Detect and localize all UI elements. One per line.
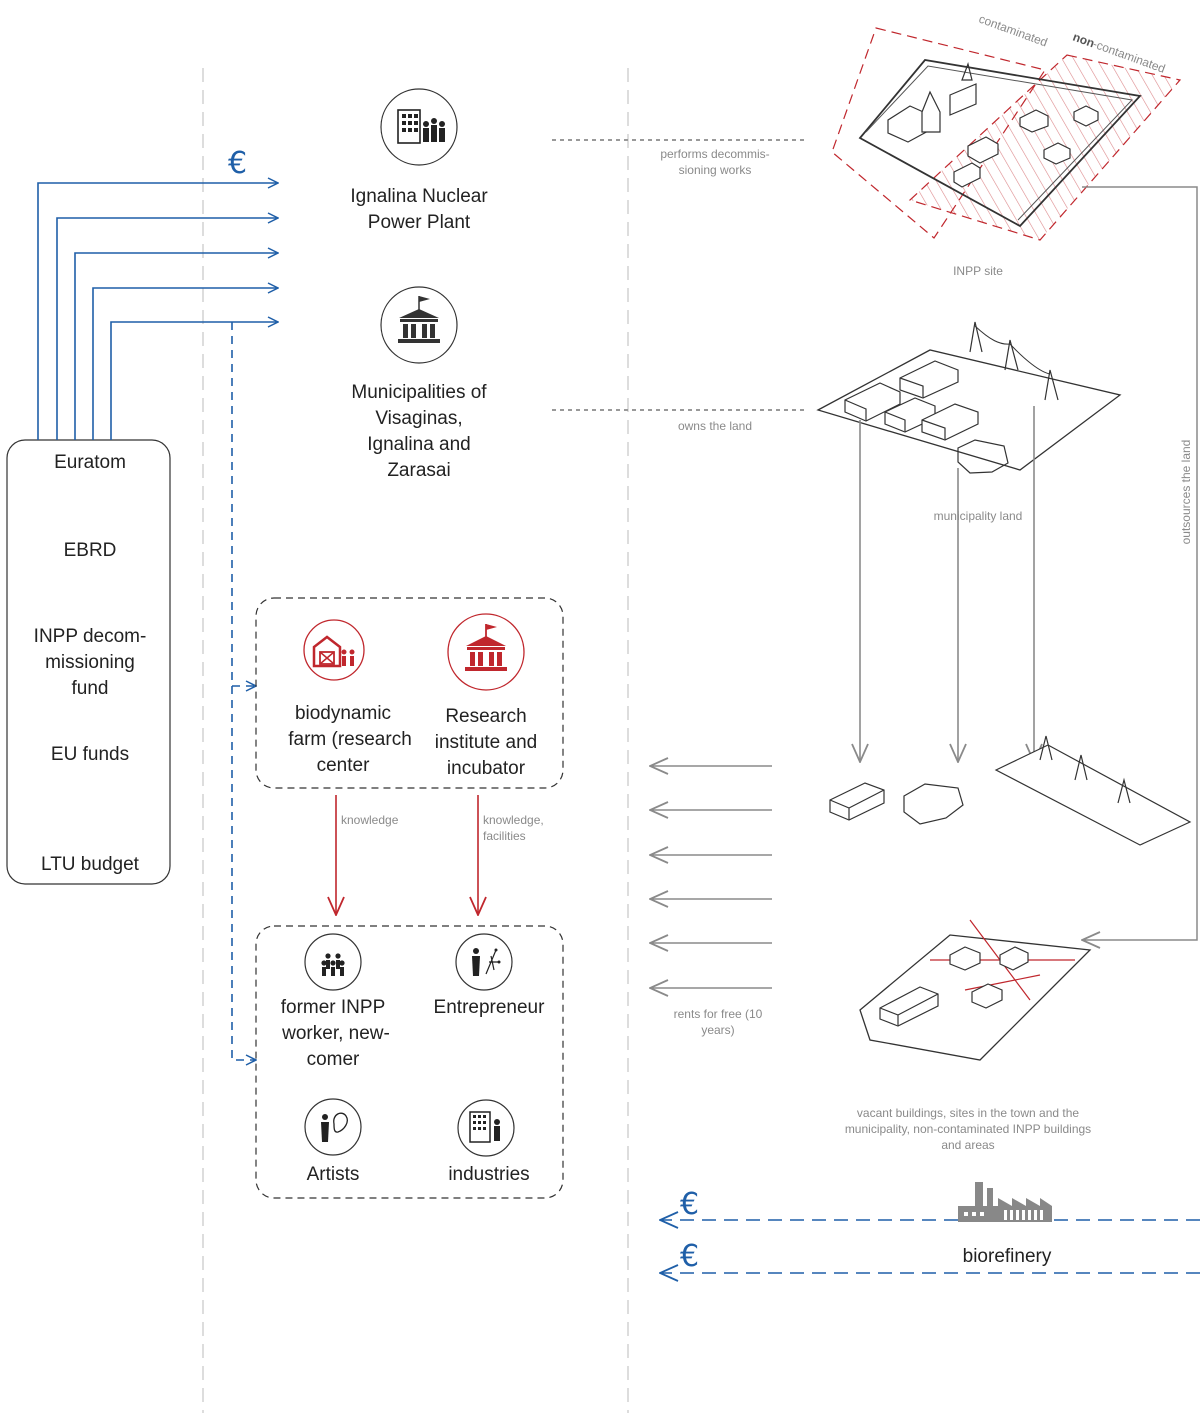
municipalities-line3: Ignalina and bbox=[367, 434, 471, 455]
municipalities-line2: Visaginas, bbox=[375, 408, 462, 429]
institute-label-line2: institute and bbox=[435, 732, 537, 753]
vacant-label-line1: vacant buildings, sites in the town and … bbox=[857, 1106, 1079, 1120]
rent-arrows bbox=[650, 766, 772, 988]
vacant-area-sketch bbox=[859, 919, 1092, 1061]
rents-label-line2: years) bbox=[701, 1023, 734, 1037]
funder-euratom: Euratom bbox=[54, 452, 126, 473]
institute-label-line1: Research bbox=[445, 706, 526, 727]
funder-inpp-fund-line1: INPP decom- bbox=[34, 626, 147, 647]
resource-sketches bbox=[829, 735, 1192, 846]
funder-eu-funds: EU funds bbox=[51, 744, 129, 765]
outsources-label: outsources the land bbox=[1179, 440, 1193, 545]
euro-icon-flow-1: € bbox=[680, 1187, 699, 1222]
municipality-land-label: municipality land bbox=[934, 509, 1023, 523]
inpp-site-label: INPP site bbox=[953, 264, 1003, 278]
performs-label-line1: performs decommis- bbox=[660, 147, 769, 161]
workers-icon bbox=[304, 933, 362, 991]
biorefinery-label-bg bbox=[948, 1241, 1068, 1267]
power-plant-icon bbox=[380, 88, 458, 166]
entrepreneur-icon bbox=[455, 933, 513, 991]
outsources-connector bbox=[1082, 186, 1198, 940]
funding-dashed-branch bbox=[231, 322, 256, 1060]
rents-label-line1: rents for free (10 bbox=[674, 1007, 763, 1021]
worker-label-line2: worker, new- bbox=[281, 1023, 390, 1044]
factory-icon bbox=[958, 1182, 1052, 1224]
performs-label-line2: sioning works bbox=[679, 163, 752, 177]
inpp-label-line2: Power Plant bbox=[368, 212, 471, 233]
funding-arrow-3 bbox=[74, 253, 278, 440]
funding-arrow-4 bbox=[92, 288, 278, 440]
municipalities-line1: Municipalities of bbox=[351, 382, 487, 403]
inpp-label-line1: Ignalina Nuclear bbox=[350, 186, 488, 207]
euro-icon-flow-2: € bbox=[680, 1239, 699, 1274]
contaminated-label: contaminated bbox=[977, 12, 1049, 50]
municipalities-line4: Zarasai bbox=[387, 460, 450, 481]
funder-inpp-fund-line2: missioning bbox=[45, 652, 135, 673]
town-hall-icon bbox=[380, 286, 458, 364]
euro-icon-funding: € bbox=[228, 146, 247, 181]
industries-label: industries bbox=[448, 1164, 529, 1185]
entrepreneur-label: Entrepreneur bbox=[434, 997, 546, 1018]
vacant-label-line2: municipality, non-contaminated INPP buil… bbox=[845, 1122, 1091, 1136]
funder-ebrd: EBRD bbox=[64, 540, 117, 561]
artists-label: Artists bbox=[307, 1164, 360, 1185]
farm-label-line1: biodynamic bbox=[295, 703, 391, 724]
knowledge-label-2-line1: knowledge, bbox=[483, 813, 544, 827]
owns-label: owns the land bbox=[678, 419, 752, 433]
funding-arrow-5 bbox=[110, 322, 278, 440]
funders-box bbox=[6, 439, 171, 885]
vacant-label-line3: and areas bbox=[941, 1138, 994, 1152]
institute-icon bbox=[447, 613, 525, 691]
users-group-box bbox=[255, 925, 564, 1199]
worker-label-line3: comer bbox=[307, 1049, 360, 1070]
knowledge-label-2-line2: facilities bbox=[483, 829, 526, 843]
funding-arrow-1 bbox=[37, 183, 278, 440]
funding-arrow-2 bbox=[56, 218, 278, 440]
barn-icon bbox=[303, 619, 365, 681]
funder-ltu-budget: LTU budget bbox=[41, 854, 140, 875]
institute-label-line3: incubator bbox=[447, 758, 526, 779]
biorefinery-label: biorefinery bbox=[963, 1246, 1052, 1267]
funding-arrows bbox=[37, 183, 278, 1060]
knowledge-label-1: knowledge bbox=[341, 813, 399, 827]
industries-icon bbox=[457, 1099, 515, 1157]
worker-label-line1: former INPP bbox=[281, 997, 386, 1018]
municipality-land-sketch bbox=[816, 321, 1122, 474]
farm-label-line3: center bbox=[317, 755, 370, 776]
farm-label-line2: farm (research bbox=[288, 729, 412, 750]
research-group-box bbox=[255, 597, 564, 789]
funder-inpp-fund-line3: fund bbox=[72, 678, 109, 699]
inpp-site-sketch bbox=[831, 27, 1182, 241]
artist-icon bbox=[304, 1098, 362, 1156]
